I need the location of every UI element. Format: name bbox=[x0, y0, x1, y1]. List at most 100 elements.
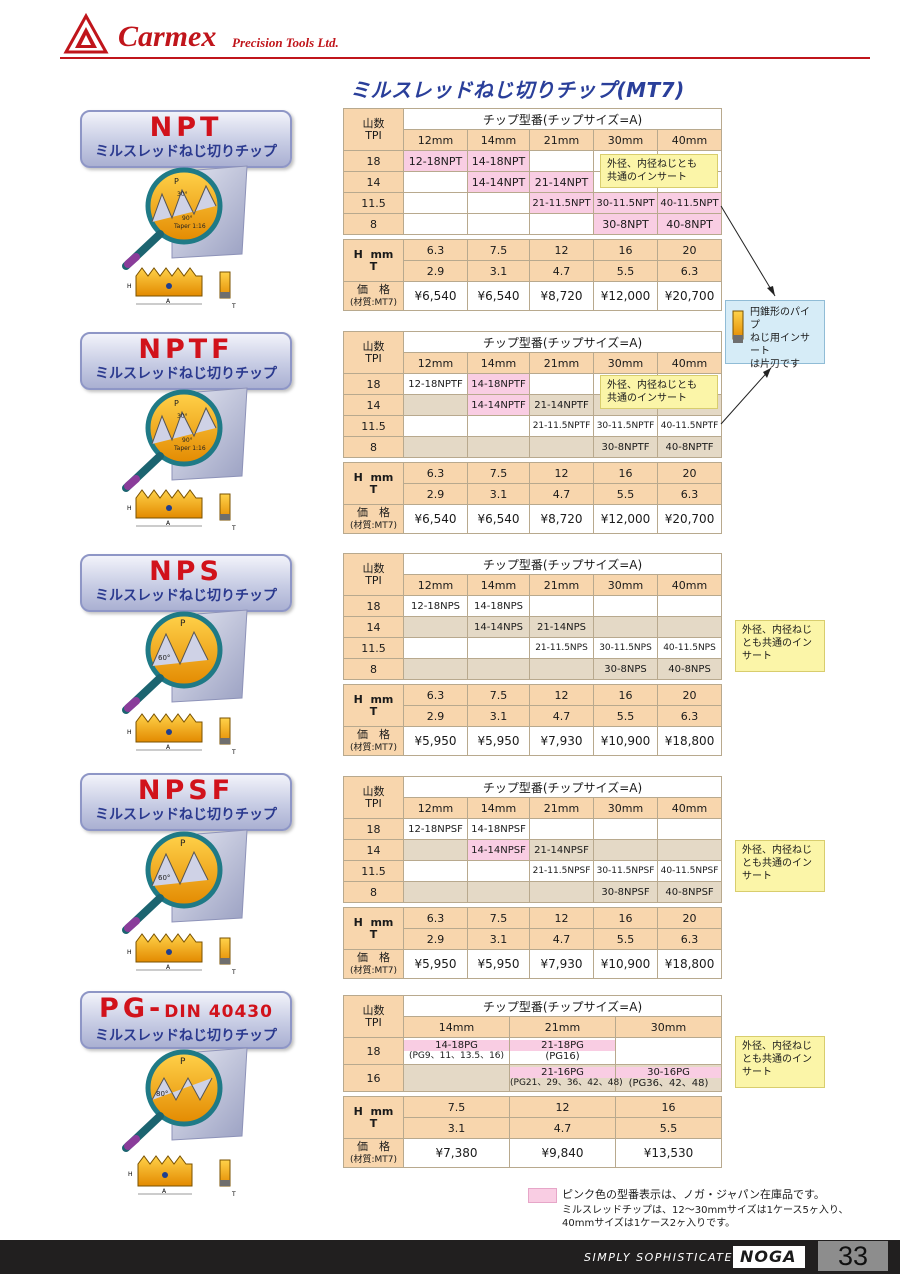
part-number: 40-11.5NPS bbox=[656, 637, 723, 659]
magnifier-thread-illustration: P 80° bbox=[122, 1047, 248, 1152]
table-row: 11.5 21-11.5NPT 30-11.5NPT 40-11.5NPT bbox=[343, 192, 723, 214]
part-number: 21-14NPT bbox=[529, 171, 594, 193]
right-angle-label: 90° bbox=[182, 437, 193, 444]
legend-note: ミルスレッドチップは、12〜30mmサイズは1ケース5ヶ入り、 bbox=[562, 1205, 849, 1216]
table-row: 11.5 21-11.5NPTF 30-11.5NPTF 40-11.5NPTF bbox=[343, 415, 723, 437]
table-row: 11.5 21-11.5NPS 30-11.5NPS 40-11.5NPS bbox=[343, 637, 723, 659]
size-header: 30mm bbox=[614, 1016, 723, 1038]
badge-nptf: NPTF ミルスレッドねじ切りチップ bbox=[80, 332, 292, 390]
dim-t-label: T bbox=[231, 303, 236, 310]
magnifier-thread-illustration: P 30° 90° Taper 1:16 bbox=[122, 387, 248, 492]
price: ¥12,000 bbox=[593, 504, 658, 534]
part-number: 14-14NPT bbox=[467, 171, 530, 193]
footer-slogan: SIMPLY SOPHISTICATED bbox=[584, 1251, 743, 1264]
size-header: 12mm bbox=[403, 797, 468, 819]
part-number: 21-14NPTF bbox=[529, 394, 594, 416]
part-number: 14-18NPSF bbox=[467, 818, 530, 840]
taper-label: Taper 1:16 bbox=[173, 445, 206, 452]
brand-name: Carmex bbox=[118, 20, 217, 53]
price: ¥5,950 bbox=[467, 726, 530, 756]
price: ¥6,540 bbox=[403, 281, 468, 311]
chip-header: チップ型番(チップサイズ=A) bbox=[402, 331, 723, 353]
part-number: 14-18NPTF bbox=[467, 373, 530, 395]
table-row: 18 12-18NPS 14-18NPS bbox=[343, 595, 723, 617]
price: ¥7,930 bbox=[529, 726, 594, 756]
price: ¥7,930 bbox=[529, 949, 594, 979]
header-rule bbox=[60, 57, 870, 59]
table-row: 18 14-18PG(PG9、11、13.5、16) 21-18PG(PG16) bbox=[343, 1037, 723, 1065]
noga-logo bbox=[733, 1246, 805, 1268]
part-number: 30-8NPS bbox=[593, 658, 658, 680]
chip-header: チップ型番(チップサイズ=A) bbox=[402, 108, 723, 130]
size-header: 21mm bbox=[529, 797, 594, 819]
part-number: 12-18NPT bbox=[403, 150, 468, 172]
insert-dimension-drawing: A H T bbox=[127, 933, 236, 976]
price-row: 価 格(材質:MT7) ¥6,540 ¥6,540 ¥8,720 ¥12,000… bbox=[343, 281, 723, 311]
badge-npt: NPT ミルスレッドねじ切りチップ bbox=[80, 110, 292, 168]
badge-subtitle: ミルスレッドねじ切りチップ bbox=[95, 144, 277, 160]
dim-a-label: A bbox=[166, 520, 171, 527]
price: ¥7,380 bbox=[403, 1138, 510, 1168]
size-header: 40mm bbox=[656, 129, 723, 151]
size-header: 30mm bbox=[593, 574, 658, 596]
size-header: 21mm bbox=[529, 352, 594, 374]
price: ¥9,840 bbox=[509, 1138, 616, 1168]
dim-t-label: T bbox=[231, 1191, 236, 1198]
price: ¥10,900 bbox=[593, 726, 658, 756]
insert-dimension-drawing: A H T bbox=[127, 267, 236, 310]
size-header: 14mm bbox=[467, 352, 530, 374]
table-row: 8 30-8NPTF 40-8NPTF bbox=[343, 436, 723, 458]
badge-title-suffix: DIN 40430 bbox=[164, 1002, 273, 1022]
common-insert-note: 外径、内径ねじとも共通のインサート bbox=[600, 154, 718, 188]
part-number: 21-11.5NPTF bbox=[529, 415, 594, 437]
table-row: 8 30-8NPT 40-8NPT bbox=[343, 213, 723, 235]
price: ¥18,800 bbox=[656, 949, 723, 979]
part-number: 21-18PG(PG16) bbox=[509, 1037, 616, 1065]
common-insert-note: 外径、内径ねじとも共通のインサート bbox=[735, 620, 825, 672]
part-number: 14-18PG(PG9、11、13.5、16) bbox=[403, 1037, 510, 1065]
dim-t-label: T bbox=[231, 749, 236, 756]
price: ¥6,540 bbox=[467, 281, 530, 311]
price: ¥10,900 bbox=[593, 949, 658, 979]
part-number: 30-11.5NPTF bbox=[593, 415, 658, 437]
part-number: 14-14NPS bbox=[467, 616, 530, 638]
part-number: 40-8NPT bbox=[656, 213, 723, 235]
page-title: ミルスレッドねじ切りチップ(MT7) bbox=[350, 78, 685, 102]
part-number: 40-11.5NPSF bbox=[656, 860, 723, 882]
angle-label: 60° bbox=[158, 874, 170, 882]
dim-t-label: T bbox=[231, 525, 236, 532]
table-row: 8 30-8NPS 40-8NPS bbox=[343, 658, 723, 680]
price: ¥13,530 bbox=[614, 1138, 723, 1168]
part-number: 21-11.5NPSF bbox=[529, 860, 594, 882]
price: ¥18,800 bbox=[656, 726, 723, 756]
angle-label: 30° bbox=[177, 413, 188, 420]
angle-label: 60° bbox=[158, 654, 170, 662]
right-angle-label: 90° bbox=[182, 215, 193, 222]
dim-h-label: H bbox=[127, 283, 132, 290]
insert-icon bbox=[732, 310, 744, 343]
price: ¥6,540 bbox=[467, 504, 530, 534]
badge-subtitle: ミルスレッドねじ切りチップ bbox=[95, 588, 277, 604]
dim-h-label: H bbox=[127, 729, 132, 736]
part-number: 14-14NPTF bbox=[467, 394, 530, 416]
part-number: 21-14NPSF bbox=[529, 839, 594, 861]
size-header: 30mm bbox=[593, 797, 658, 819]
part-number: 30-16PG(PG36、42、48) bbox=[614, 1064, 723, 1092]
angle-label: 30° bbox=[177, 191, 188, 198]
pitch-label: P bbox=[180, 1057, 186, 1067]
noga-logo-text: NOGA bbox=[740, 1247, 797, 1266]
dim-a-label: A bbox=[166, 964, 171, 971]
badge-title: NPS bbox=[149, 556, 223, 587]
part-number: 30-11.5NPSF bbox=[593, 860, 658, 882]
common-insert-note: 外径、内径ねじとも共通のインサート bbox=[735, 1036, 825, 1088]
pitch-label: P bbox=[174, 399, 179, 408]
angle-label: 80° bbox=[156, 1090, 168, 1098]
